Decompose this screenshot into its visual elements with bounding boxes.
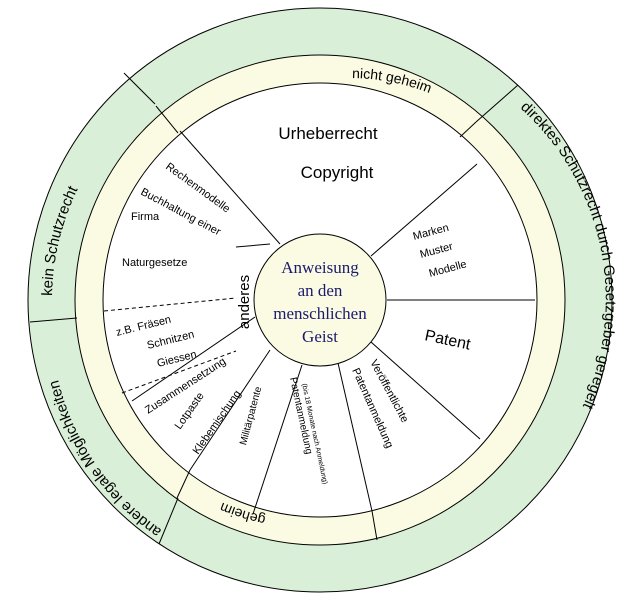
outer-ring-dividers <box>29 72 519 545</box>
center-line-4: Geist <box>302 327 338 346</box>
center-line-3: menschlichen <box>273 304 367 323</box>
label-urheberrecht: Urheberrecht <box>278 124 377 143</box>
label-firma: Firma <box>131 211 160 223</box>
middle-ring-dividers <box>155 105 477 541</box>
center-circle <box>253 233 387 367</box>
sector-spokes <box>131 130 535 515</box>
label-anderes: anderes <box>236 275 253 329</box>
dashed-dividers <box>103 297 237 394</box>
center-line-1: Anweisung <box>281 258 359 277</box>
label-copyright: Copyright <box>301 163 374 182</box>
center-line-2: an den <box>298 281 343 300</box>
label-naturgesetze: Naturgesetze <box>122 257 187 269</box>
